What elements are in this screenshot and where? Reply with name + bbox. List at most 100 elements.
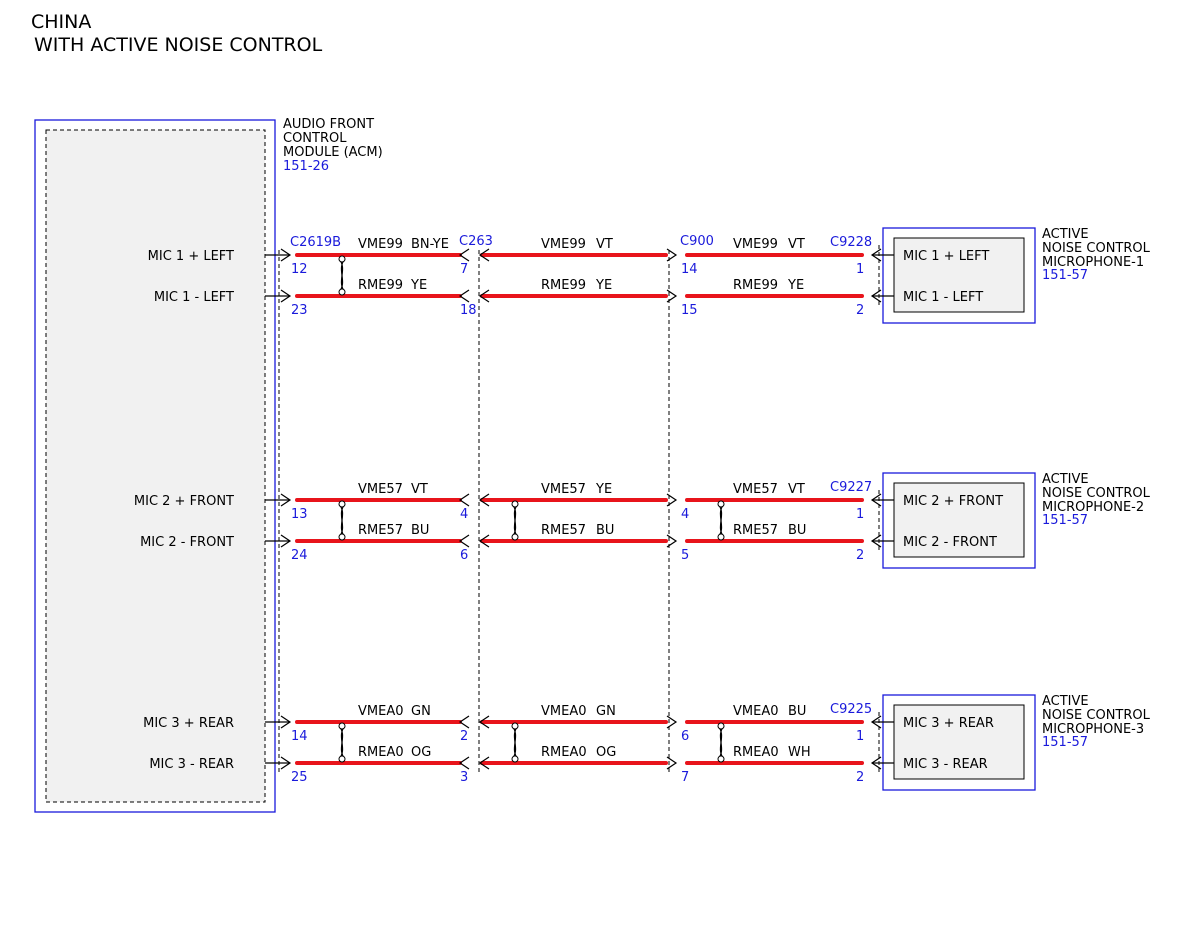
mic-connector-label: C9227 <box>830 480 872 495</box>
c900-pin-number: 5 <box>681 548 689 563</box>
seg3-circuit: RME99 <box>733 278 778 293</box>
twisted-pair-mark <box>338 503 346 538</box>
seg2-color: YE <box>595 278 612 293</box>
acm-pin-arrow <box>280 248 292 262</box>
seg2-circuit: VMEA0 <box>541 704 587 719</box>
twist-end-top <box>338 500 346 508</box>
acm-pin-number: 13 <box>291 507 308 522</box>
c263-left-arrow <box>458 493 470 507</box>
twist-end-top <box>511 722 519 730</box>
twist-end-bottom <box>338 755 346 763</box>
mic-name-line1: ACTIVE <box>1042 227 1089 242</box>
seg1-circuit: RME57 <box>358 523 403 538</box>
twist-end-top <box>511 500 519 508</box>
mic-pin-number: 1 <box>856 729 864 744</box>
seg3-color: YE <box>787 278 804 293</box>
mic-pin-label: MIC 3 - REAR <box>903 757 988 772</box>
seg3-color: VT <box>788 482 805 497</box>
seg3-circuit: RME57 <box>733 523 778 538</box>
acm-pin-arrow <box>280 756 292 770</box>
acm-pin-arrow <box>280 715 292 729</box>
acm-pin-label: MIC 1 - LEFT <box>154 290 234 305</box>
c263-right-arrow <box>478 534 490 548</box>
mic-pin-number: 2 <box>856 548 864 563</box>
seg1-circuit: VME57 <box>358 482 403 497</box>
c900-arrow <box>666 756 678 770</box>
seg1-color: BN-YE <box>411 237 449 252</box>
c263-pin-number: 3 <box>460 770 468 785</box>
mic-ref: 151-57 <box>1042 513 1088 528</box>
acm-pin-arrow <box>280 534 292 548</box>
seg2-color: BU <box>596 523 614 538</box>
c900-arrow <box>666 493 678 507</box>
diagram-title-line1: CHINA <box>31 11 91 33</box>
mic-inner-box <box>893 482 1025 558</box>
acm-name-line2: CONTROL <box>283 131 347 146</box>
seg2-color: YE <box>595 482 612 497</box>
seg1-color: BU <box>411 523 429 538</box>
c900-arrow <box>666 289 678 303</box>
acm-pin-label: MIC 3 + REAR <box>143 716 234 731</box>
c263-left-arrow <box>458 715 470 729</box>
c900-pin-number: 6 <box>681 729 689 744</box>
twist-end-bottom <box>511 533 519 541</box>
mic-ref: 151-57 <box>1042 268 1088 283</box>
c263-left-arrow <box>458 248 470 262</box>
twist-end-bottom <box>338 288 346 296</box>
seg3-circuit: VME99 <box>733 237 778 252</box>
mic-name-line2: NOISE CONTROL <box>1042 241 1151 256</box>
twist-end-bottom <box>717 755 725 763</box>
c263-pin-number: 18 <box>460 303 477 318</box>
twist-end-top <box>338 722 346 730</box>
c263-left-arrow <box>458 289 470 303</box>
seg1-color: GN <box>411 704 431 719</box>
seg3-circuit: VMEA0 <box>733 704 779 719</box>
seg1-color: OG <box>411 745 431 760</box>
acm-connector-label: C2619B <box>290 235 341 250</box>
seg2-color: OG <box>596 745 616 760</box>
twist-end-bottom <box>511 755 519 763</box>
mic-inner-box <box>893 704 1025 780</box>
acm-pin-arrow <box>280 493 292 507</box>
c900-pin-number: 15 <box>681 303 698 318</box>
acm-pin-label: MIC 2 - FRONT <box>140 535 234 550</box>
acm-pin-number: 12 <box>291 262 308 277</box>
mic-name-line1: ACTIVE <box>1042 694 1089 709</box>
seg3-color: BU <box>788 704 806 719</box>
c263-pin-number: 6 <box>460 548 468 563</box>
seg1-color: VT <box>411 482 428 497</box>
acm-inner-box <box>45 129 266 803</box>
acm-pin-label: MIC 2 + FRONT <box>134 494 234 509</box>
c263-left-arrow <box>458 534 470 548</box>
seg2-circuit: RME99 <box>541 278 586 293</box>
mic-name-line3: MICROPHONE-1 <box>1042 255 1144 270</box>
mic-connector-label: C9225 <box>830 702 872 717</box>
c263-label: C263 <box>459 234 493 249</box>
c900-arrow <box>666 248 678 262</box>
seg3-color: VT <box>788 237 805 252</box>
seg1-circuit: VME99 <box>358 237 403 252</box>
acm-pin-arrow <box>280 289 292 303</box>
mic-connector-label: C9228 <box>830 235 872 250</box>
mic-pin-number: 1 <box>856 507 864 522</box>
twisted-pair-mark <box>511 503 519 538</box>
mic-pin-label: MIC 1 - LEFT <box>903 290 983 305</box>
c263-right-arrow <box>478 715 490 729</box>
seg2-color: VT <box>596 237 613 252</box>
acm-name-line3: MODULE (ACM) <box>283 145 383 160</box>
twist-end-top <box>717 722 725 730</box>
c263-pin-number: 7 <box>460 262 468 277</box>
mic-pin-label: MIC 2 + FRONT <box>903 494 1003 509</box>
diagram-title-line2: WITH ACTIVE NOISE CONTROL <box>34 34 323 56</box>
c263-pin-number: 2 <box>460 729 468 744</box>
c900-pin-number: 14 <box>681 262 698 277</box>
twist-end-bottom <box>338 533 346 541</box>
twist-end-bottom <box>717 533 725 541</box>
seg1-circuit: RMEA0 <box>358 745 404 760</box>
c263-right-arrow <box>478 756 490 770</box>
twisted-pair-mark <box>338 725 346 760</box>
c900-pin-number: 4 <box>681 507 689 522</box>
